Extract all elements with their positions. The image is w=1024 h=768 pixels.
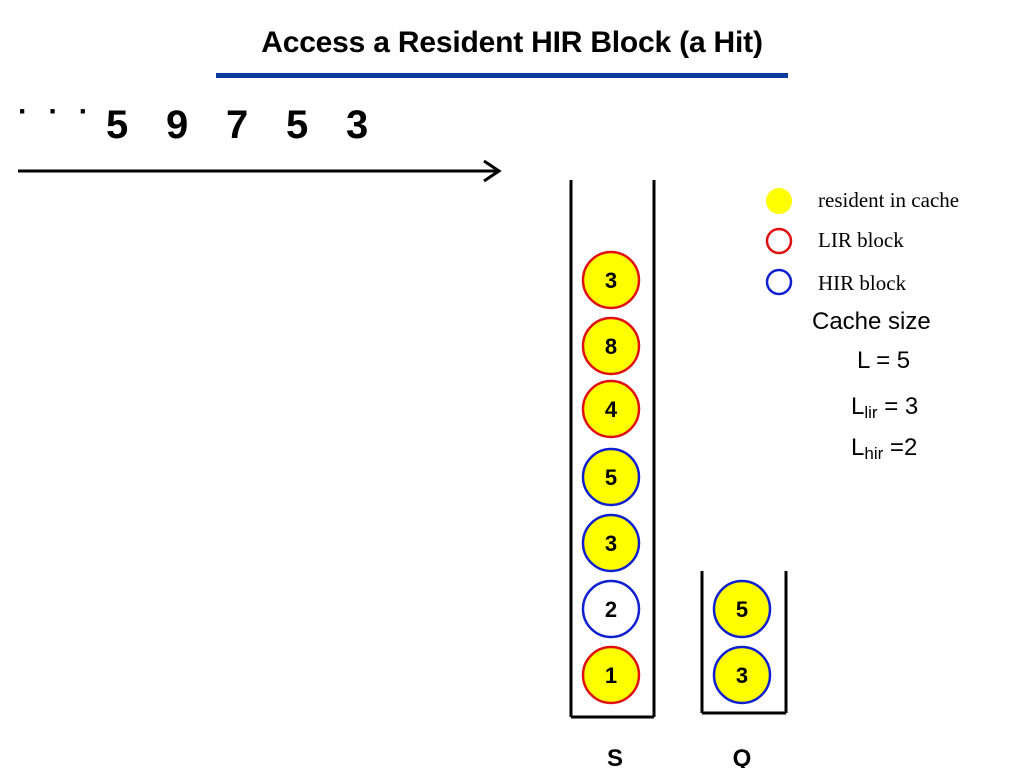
hir-size-value: =2 bbox=[883, 434, 918, 461]
hir-size-subscript: hir bbox=[864, 444, 884, 463]
sequence-item: 5 bbox=[286, 103, 309, 147]
stack-s-container bbox=[569, 180, 656, 719]
queue-q-block-circle bbox=[712, 579, 772, 639]
stack-s-blocks: 3 8 4 5 3 2 1 bbox=[581, 250, 641, 705]
stack-s-block-circle bbox=[581, 645, 641, 705]
lir-size-subscript: lir bbox=[864, 403, 878, 422]
queue-q-label: Q bbox=[733, 745, 752, 768]
stack-s-block-circle bbox=[581, 316, 641, 376]
hir-size-symbol: L bbox=[851, 434, 865, 461]
stack-s-block-label: 1 bbox=[605, 663, 617, 688]
stack-s-block-circle bbox=[581, 513, 641, 573]
legend-lir-label: LIR block bbox=[818, 228, 904, 252]
queue-q-block-label: 5 bbox=[736, 597, 748, 622]
sequence-item: 3 bbox=[346, 103, 369, 147]
stack-s-block-label: 8 bbox=[605, 334, 617, 359]
sequence-item: 7 bbox=[226, 103, 249, 147]
cache-size-total: L = 5 bbox=[857, 347, 911, 374]
stack-s-block-label: 2 bbox=[605, 597, 617, 622]
stack-s-block-label: 5 bbox=[605, 465, 617, 490]
lir-size-value: = 3 bbox=[877, 393, 919, 420]
stack-s-block-circle bbox=[581, 579, 641, 639]
sequence-arrow bbox=[18, 159, 502, 183]
legend-resident-swatch bbox=[766, 188, 792, 214]
sequence-item: 9 bbox=[166, 103, 189, 147]
stack-s-label: S bbox=[607, 745, 623, 768]
stack-s-block-label: 3 bbox=[605, 531, 617, 556]
queue-q-container bbox=[700, 571, 788, 715]
legend-resident-label: resident in cache bbox=[818, 188, 960, 212]
cache-size-label: Cache size bbox=[812, 308, 931, 335]
queue-q-blocks: 53 bbox=[712, 579, 772, 705]
sequence-ellipsis: · · · bbox=[18, 95, 95, 128]
legend-hir-label: HIR block bbox=[818, 271, 907, 295]
stack-s-block-label: 4 bbox=[605, 397, 618, 422]
stack-s-block-circle bbox=[581, 379, 641, 439]
lir-size: Llir = 3 bbox=[851, 393, 918, 423]
title-underline bbox=[216, 73, 788, 78]
stack-s-block-label: 3 bbox=[605, 268, 617, 293]
stack-s-block-circle bbox=[581, 447, 641, 507]
legend-lir-swatch bbox=[765, 227, 793, 255]
stack-s-block-circle bbox=[581, 250, 641, 310]
hir-size: Lhir =2 bbox=[851, 434, 917, 464]
sequence-item: 5 bbox=[106, 103, 129, 147]
lir-size-symbol: L bbox=[851, 393, 865, 420]
slide-title: Access a Resident HIR Block (a Hit) bbox=[261, 26, 763, 59]
queue-q-block-circle bbox=[712, 645, 772, 705]
legend-hir-swatch bbox=[765, 268, 793, 296]
queue-q-block-label: 3 bbox=[736, 663, 748, 688]
